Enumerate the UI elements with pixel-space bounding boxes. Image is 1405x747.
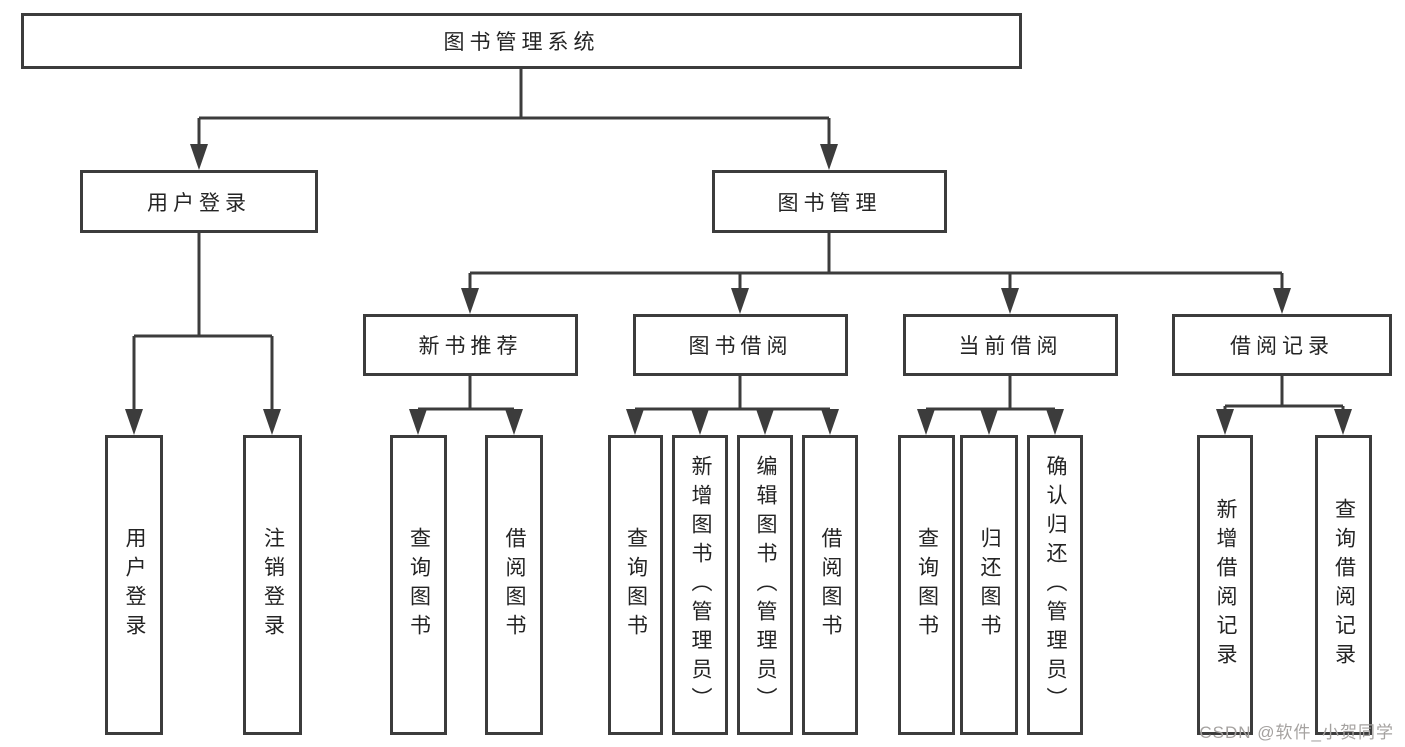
node-logout-label: 注销登录 (261, 527, 285, 643)
node-confirm-return-admin-label: 确认归还（管理员） (1044, 454, 1067, 716)
node-borrow-books-recommend-label: 借阅图书 (503, 527, 526, 643)
csdn-watermark: CSDN @软件_小贺同学 (1199, 723, 1394, 742)
node-return-books: 归还图书 (960, 435, 1018, 735)
node-book-borrow: 图书借阅 (633, 314, 848, 376)
node-query-borrow-record-label: 查询借阅记录 (1332, 498, 1356, 672)
node-add-books-admin-label: 新增图书（管理员） (689, 454, 712, 716)
node-book-management: 图书管理 (712, 170, 947, 233)
node-new-book-recommend: 新书推荐 (363, 314, 578, 376)
node-query-books-recommend: 查询图书 (390, 435, 447, 735)
node-edit-books-admin: 编辑图书（管理员） (737, 435, 793, 735)
node-borrow-records: 借阅记录 (1172, 314, 1392, 376)
node-current-borrow: 当前借阅 (903, 314, 1118, 376)
node-add-borrow-record: 新增借阅记录 (1197, 435, 1253, 735)
node-logout: 注销登录 (243, 435, 302, 735)
node-confirm-return-admin: 确认归还（管理员） (1027, 435, 1083, 735)
node-add-books-admin: 新增图书（管理员） (672, 435, 728, 735)
node-borrow-books-label: 借阅图书 (819, 527, 842, 643)
node-query-books-borrow-label: 查询图书 (624, 527, 648, 643)
node-query-borrow-record: 查询借阅记录 (1315, 435, 1372, 735)
node-query-books-borrow: 查询图书 (608, 435, 663, 735)
node-user-login: 用户登录 (105, 435, 163, 735)
node-query-books-current: 查询图书 (898, 435, 955, 735)
node-return-books-label: 归还图书 (978, 527, 1001, 643)
node-borrow-books-recommend: 借阅图书 (485, 435, 543, 735)
node-add-borrow-record-label: 新增借阅记录 (1214, 498, 1237, 672)
node-query-books-recommend-label: 查询图书 (407, 527, 431, 643)
node-user-login-label: 用户登录 (123, 527, 146, 643)
node-borrow-books: 借阅图书 (802, 435, 858, 735)
node-query-books-current-label: 查询图书 (915, 527, 939, 643)
node-user-login-group: 用户登录 (80, 170, 318, 233)
node-edit-books-admin-label: 编辑图书（管理员） (754, 454, 777, 716)
node-library-management-system: 图书管理系统 (21, 13, 1022, 69)
